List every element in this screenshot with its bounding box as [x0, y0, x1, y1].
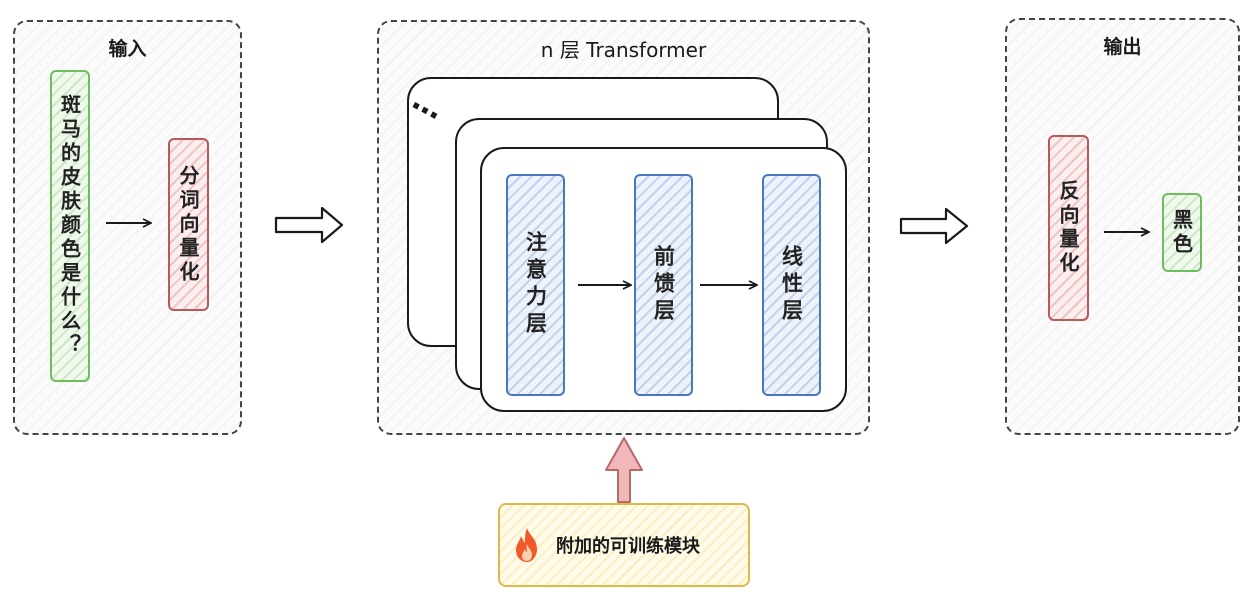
output-panel-title: 输出 [1103, 36, 1142, 58]
answer-box: 黑色 [1162, 193, 1202, 272]
up-arrow-module-to-transformer [605, 437, 643, 503]
tokenize-box: 分词向量化 [168, 138, 209, 311]
input-panel: 输入 斑马的皮肤颜色是什么？ 分词向量化 [13, 20, 242, 435]
feedforward-layer-label: 前馈层 [651, 244, 676, 326]
trainable-module-label: 附加的可训练模块 [556, 536, 700, 557]
question-box: 斑马的皮肤颜色是什么？ [50, 70, 90, 382]
big-arrow-input-to-transformer [274, 206, 344, 244]
output-panel: 输出 反向量化 黑色 [1005, 18, 1240, 435]
trainable-module-box: 附加的可训练模块 [498, 503, 750, 587]
attention-layer: 注意力层 [506, 174, 565, 396]
transformer-panel-title: n 层 Transformer [540, 38, 707, 62]
attention-layer-label: 注意力层 [523, 231, 548, 339]
question-text: 斑马的皮肤颜色是什么？ [57, 94, 82, 358]
input-panel-title: 输入 [108, 38, 147, 60]
fire-icon [516, 528, 537, 562]
answer-text: 黑色 [1169, 208, 1194, 257]
big-arrow-transformer-to-output [899, 207, 969, 245]
linear-layer-label: 线性层 [779, 244, 804, 326]
dequantize-text: 反向量化 [1056, 180, 1080, 276]
tokenize-text: 分词向量化 [176, 164, 200, 285]
dequantize-box: 反向量化 [1048, 135, 1089, 321]
feedforward-layer: 前馈层 [634, 174, 693, 396]
linear-layer: 线性层 [762, 174, 821, 396]
